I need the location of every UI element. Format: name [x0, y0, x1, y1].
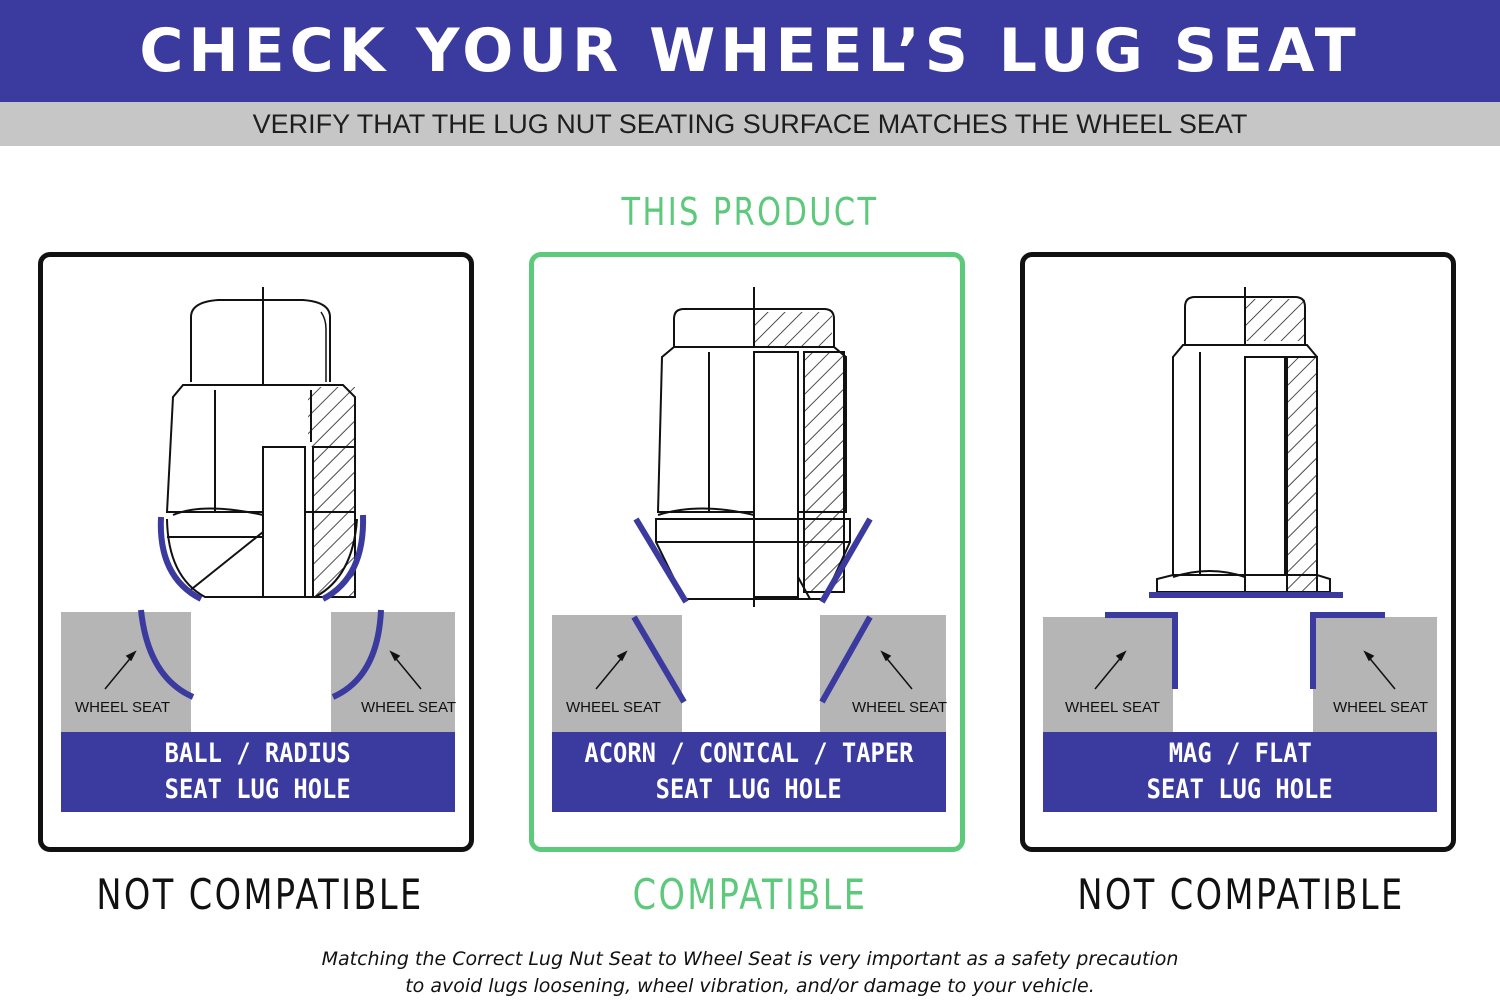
- arrow-left-icon: [595, 650, 628, 690]
- seat-type-box: MAG / FLAT SEAT LUG HOLE: [1043, 732, 1437, 812]
- seat-type-line1: BALL / RADIUS: [165, 738, 351, 769]
- panel-mag-flat: WHEEL SEAT WHEEL SEAT MAG / FLAT SEAT LU…: [1020, 252, 1456, 852]
- footer-line2: to avoid lugs loosening, wheel vibration…: [405, 975, 1095, 997]
- wheel-seat-line-left: [631, 615, 687, 704]
- this-product-label: THIS PRODUCT: [621, 190, 879, 234]
- wheel-seat-label-left: WHEEL SEAT: [75, 699, 171, 716]
- wheel-block-right: [820, 615, 946, 737]
- seat-type-box: BALL / RADIUS SEAT LUG HOLE: [61, 732, 455, 812]
- arrow-left-icon: [1094, 650, 1127, 690]
- panel-ball-radius: WHEEL SEAT WHEEL SEAT BALL / RADIUS SEAT…: [38, 252, 474, 852]
- wheel-seat-curve-left: [138, 609, 195, 700]
- seat-type-box: ACORN / CONICAL / TAPER SEAT LUG HOLE: [552, 732, 946, 812]
- seat-type-line2: SEAT LUG HOLE: [656, 774, 842, 805]
- arrow-right-icon: [1363, 650, 1396, 690]
- seat-type-line1: ACORN / CONICAL / TAPER: [584, 738, 914, 769]
- conical-seat-line-right: [819, 517, 873, 604]
- subheader-band: VERIFY THAT THE LUG NUT SEATING SURFACE …: [0, 102, 1500, 146]
- header-title: CHECK YOUR WHEEL’S LUG SEAT: [139, 16, 1361, 86]
- header-banner: CHECK YOUR WHEEL’S LUG SEAT: [0, 0, 1500, 102]
- lug-nut-conical-icon: [655, 287, 851, 607]
- status-acorn-conical: COMPATIBLE: [632, 870, 868, 919]
- wheel-seat-curve-right: [331, 609, 384, 700]
- seat-type-line2: SEAT LUG HOLE: [1147, 774, 1333, 805]
- wheel-seat-label-left: WHEEL SEAT: [566, 699, 662, 716]
- lug-nut-flat-icon: [1156, 287, 1331, 593]
- conical-seat-line-left: [633, 517, 689, 604]
- ball-seat-curve-left: [157, 516, 203, 602]
- wheel-block-right: [331, 612, 455, 737]
- arrow-right-icon: [880, 650, 913, 690]
- arrow-right-icon: [389, 650, 422, 690]
- subheader-text: VERIFY THAT THE LUG NUT SEATING SURFACE …: [252, 108, 1248, 139]
- footer-note: Matching the Correct Lug Nut Seat to Whe…: [150, 946, 1350, 1000]
- wheel-seat-flat-left: [1105, 612, 1178, 689]
- footer-line1: Matching the Correct Lug Nut Seat to Whe…: [321, 948, 1179, 970]
- seat-type-line1: MAG / FLAT: [1168, 738, 1312, 769]
- wheel-block-right: [1313, 617, 1437, 737]
- wheel-seat-label-right: WHEEL SEAT: [1333, 699, 1429, 716]
- ball-seat-curve-right: [321, 514, 367, 602]
- panel-acorn-conical: WHEEL SEAT WHEEL SEAT ACORN / CONICAL / …: [529, 252, 965, 852]
- lug-nut-ball-icon: [165, 287, 358, 598]
- wheel-seat-label-left: WHEEL SEAT: [1065, 699, 1161, 716]
- wheel-block-left: [61, 612, 191, 737]
- wheel-block-left: [1043, 617, 1173, 737]
- wheel-seat-flat-right: [1310, 612, 1385, 689]
- status-mag-flat: NOT COMPATIBLE: [1077, 870, 1405, 919]
- wheel-block-left: [552, 615, 682, 737]
- status-ball-radius: NOT COMPATIBLE: [96, 870, 424, 919]
- seat-type-line2: SEAT LUG HOLE: [165, 774, 351, 805]
- arrow-left-icon: [104, 650, 137, 690]
- wheel-seat-line-right: [819, 615, 873, 704]
- wheel-seat-label-right: WHEEL SEAT: [361, 699, 457, 716]
- wheel-seat-label-right: WHEEL SEAT: [852, 699, 948, 716]
